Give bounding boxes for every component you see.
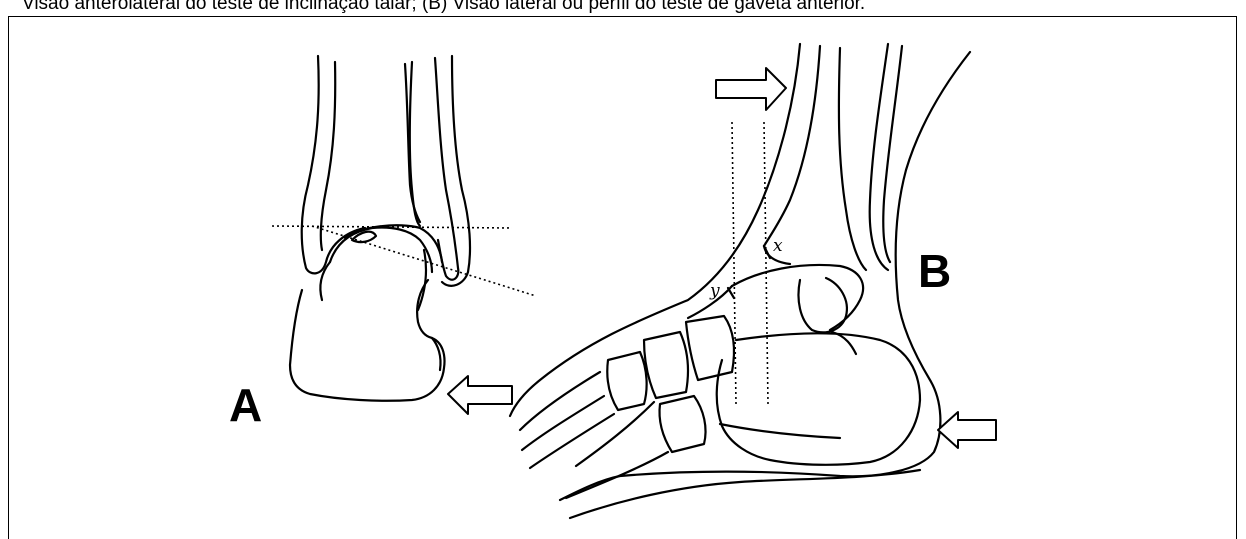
cuboid-bone (660, 396, 706, 452)
metatarsal-4 (576, 402, 654, 466)
arrow-left-a (448, 376, 512, 414)
mark-x-tick (764, 246, 770, 258)
arrow-left-b-heel (938, 412, 996, 448)
leg-anterior-outline (510, 44, 800, 416)
fibula-shaft-back (883, 46, 902, 262)
metatarsal-3 (530, 414, 614, 468)
point-y-label: y (710, 281, 720, 301)
leg-posterior-outline (560, 52, 970, 500)
sole-line (720, 424, 840, 438)
fibula-outline (410, 62, 420, 226)
panel-a-label: A (229, 378, 262, 432)
tibia-inner-line (321, 62, 335, 250)
navicular-bone (686, 316, 734, 380)
panel-a-drawing (272, 56, 536, 414)
metatarsal-5 (566, 452, 668, 498)
cuneiform-1 (644, 332, 688, 398)
cuneiform-2 (607, 352, 646, 410)
sole-outline (570, 470, 920, 518)
arrow-right-b-top (716, 68, 786, 110)
talus-top (345, 225, 442, 262)
calcaneus-body (717, 333, 920, 465)
fibula-shaft (870, 44, 888, 270)
tibia-shaft-back (839, 48, 866, 270)
panel-b-label: B (918, 244, 951, 298)
talus-dome (330, 228, 432, 273)
metatarsal-1 (520, 372, 600, 430)
metatarsal-2 (522, 396, 604, 450)
point-x-label: x (773, 236, 783, 256)
reference-line-back (764, 122, 768, 404)
mark-y-tick (728, 288, 734, 298)
talus-left-side (320, 262, 330, 300)
talus-inner-curve (418, 250, 426, 310)
